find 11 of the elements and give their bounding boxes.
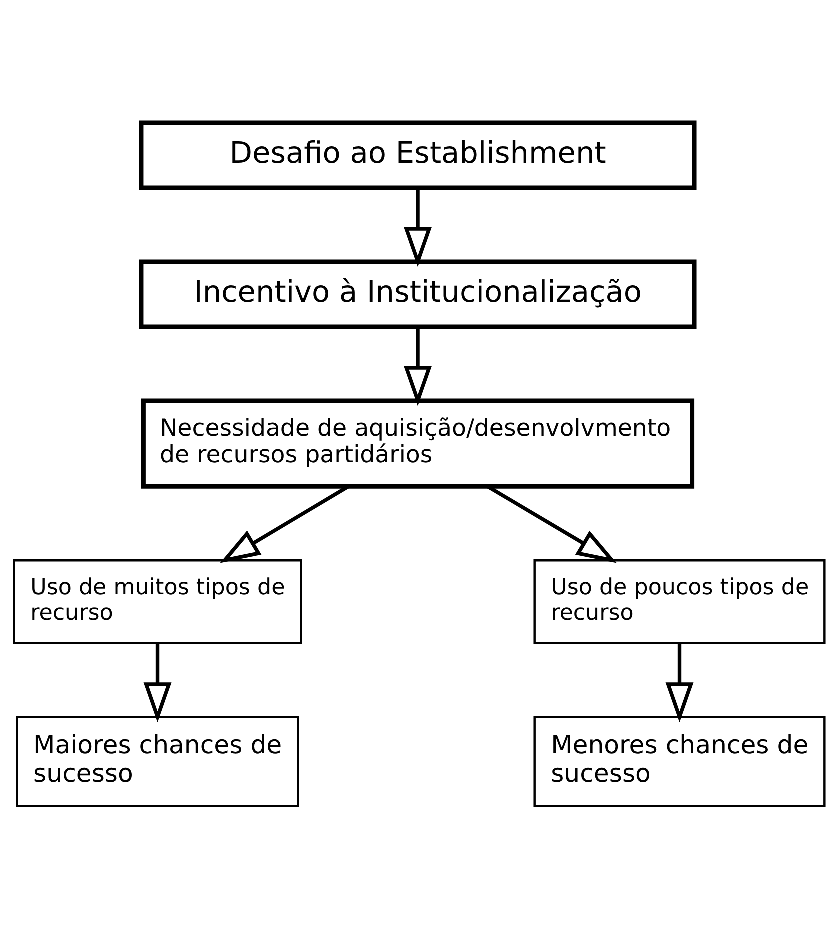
node-box: Desafio ao Establishment <box>139 120 697 190</box>
arrow <box>144 642 172 722</box>
node-box: Uso de muitos tipos de recurso <box>13 559 302 644</box>
node-box: Necessidade de aquisição/desenvolvmento de recursos partidários <box>142 398 695 488</box>
arrow <box>404 188 432 267</box>
node-box: Maiores chances de sucesso <box>16 716 300 807</box>
node-box: Incentivo à Institucionalização <box>139 259 697 329</box>
node-box: Uso de poucos tipos de recurso <box>534 559 826 644</box>
node-box: Menores chances de sucesso <box>534 716 826 807</box>
arrow <box>404 327 432 406</box>
arrow <box>666 642 694 722</box>
